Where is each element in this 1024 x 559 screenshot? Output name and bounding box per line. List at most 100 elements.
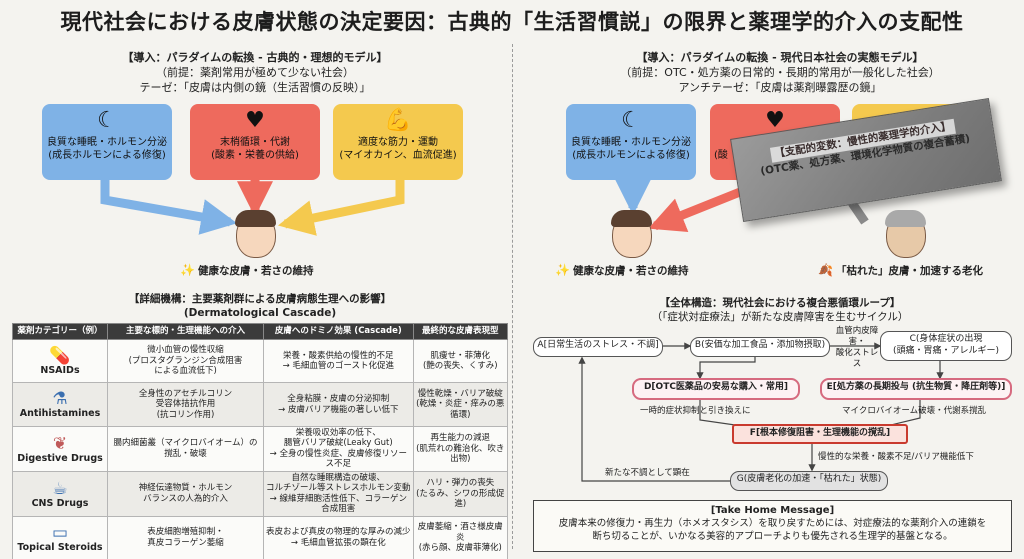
left-exercise-line2: (マイオカイン、血流促進) — [339, 150, 457, 161]
left-exercise-box: 💪 適度な筋力・運動 (マイオカイン、血流促進) — [333, 104, 463, 180]
loop-node-c: C(身体症状の出現 (頭痛・胃痛・アレルギー) — [880, 331, 1012, 361]
arrow-blue-left — [100, 178, 238, 235]
aged-face-icon — [885, 210, 926, 258]
healthy-face-icon — [235, 210, 276, 258]
row-phenotype: 皮膚萎縮・酒さ様皮膚炎 (赤ら顔、皮膚菲薄化) — [412, 515, 509, 559]
loop-node-f: F[根本修復阻害・生理機能の撹乱] — [732, 424, 908, 444]
left-outcome: ✨健康な皮膚・若さの維持 — [180, 263, 313, 278]
capsule-icon: 💊 — [49, 345, 71, 366]
right-header-line2: （前提：OTC・処方薬の日常的・長期的常用が一般化した社会） — [620, 66, 940, 79]
loop-label-f: 慢性的な栄養・酸素不足/バリア機能低下 — [818, 452, 974, 462]
table-row: 💊NSAIDs 微小血管の慢性収縮 (プロスタグランジン合成阻害 による血流低下… — [12, 338, 509, 384]
table-row: ▭Topical Steroids 表皮細胞増殖抑制・ 真皮コラーゲン萎縮 表皮… — [12, 515, 509, 559]
row-category: Topical Steroids — [17, 541, 103, 553]
mechanism-header-line2: (Dermatological Cascade) — [183, 307, 337, 319]
left-outcome-text: 健康な皮膚・若さの維持 — [197, 265, 314, 277]
row-cascade: 全身粘膜・皮膚の分泌抑制 → 皮膚バリア機能の著しい低下 — [263, 382, 414, 427]
arrow-red-right — [648, 187, 742, 233]
column-header: 主要な標的・生理機能への介入 — [106, 323, 265, 340]
left-exercise-line1: 適度な筋力・運動 — [358, 137, 438, 148]
right-header: 【導入：パラダイムの転換 - 現代日本社会の実態モデル】 （前提：OTC・処方薬… — [580, 50, 980, 95]
table-row: ☕CNS Drugs 神経伝達物質・ホルモン バランスの人為的介入 自然な睡眠構… — [12, 470, 509, 517]
sparkle-icon: ✨ — [180, 263, 195, 277]
row-phenotype: 肌痩せ・菲薄化 (艶の喪失、くすみ) — [412, 338, 509, 384]
take-home-line1: 皮膚本来の修復力・再生力（ホメオスタシス）を取り戻すためには、対症療法的な薬剤介… — [558, 518, 987, 529]
row-target: 腸内細菌叢（マイクロバイオーム）の撹乱・破壊 — [106, 425, 265, 472]
muscle-icon: 💪 — [384, 108, 412, 133]
take-home-title: [Take Home Message] — [710, 505, 835, 516]
left-sleep-line1: 良質な睡眠・ホルモン分泌 — [47, 137, 167, 148]
arrow-g-a — [578, 356, 730, 482]
left-circulation-line1: 末梢循環・代謝 — [220, 137, 290, 148]
loop-header-line1: 【全体構造：現代社会における複合悪循環ループ】 — [659, 297, 901, 309]
row-cascade: 栄養・酸素供給の慢性的不足 → 毛細血管のゴースト化促進 — [263, 338, 414, 384]
table-row: ❦Digestive Drugs 腸内細菌叢（マイクロバイオーム）の撹乱・破壊 … — [12, 425, 509, 472]
take-home-box: [Take Home Message] 皮膚本来の修復力・再生力（ホメオスタシス… — [533, 500, 1012, 552]
stomach-icon: ❦ — [52, 433, 68, 454]
row-cascade: 自然な睡眠構造の破壊、 コルチゾール等ストレスホルモン変動 → 線維芽細胞活性低… — [263, 470, 414, 517]
right-header-line1: 【導入：パラダイムの転換 - 現代日本社会の実態モデル】 — [636, 51, 924, 64]
row-cascade: 栄養吸収効率の低下、 腸管バリア破綻(Leaky Gut) → 全身の慢性炎症、… — [263, 425, 414, 472]
row-category: NSAIDs — [40, 364, 80, 376]
loop-header-line2: （「症状対症療法」が新たな皮膚障害を生むサイクル） — [651, 311, 909, 323]
row-target: 神経伝達物質・ホルモン バランスの人為的介入 — [106, 470, 265, 517]
loop-label-e: マイクロバイオーム破壊・代謝系撹乱 — [842, 406, 987, 416]
ointment-tube-icon: ▭ — [51, 522, 69, 543]
center-divider — [512, 44, 513, 549]
mechanism-header: 【詳細機構：主要薬剤群による皮膚病態生理への影響】 (Dermatologica… — [70, 292, 450, 320]
right-outcome-good: ✨健康な皮膚・若さの維持 — [555, 263, 688, 278]
column-header: 薬剤カテゴリー（例） — [12, 323, 108, 340]
mechanism-header-line1: 【詳細機構：主要薬剤群による皮膚病態生理への影響】 — [128, 293, 392, 305]
page-title: 現代社会における皮膚状態の決定要因：古典的「生活習慣説」の限界と薬理学的介入の支… — [60, 10, 964, 34]
coffee-cup-icon: ☕ — [52, 478, 68, 499]
row-target: 微小血管の慢性収縮 (プロスタグランジン合成阻害 による血流低下) — [106, 338, 265, 384]
right-outcome-bad: 🍂「枯れた」皮膚・加速する老化 — [818, 263, 983, 278]
right-sleep-line1: 良質な睡眠・ホルモン分泌 — [571, 137, 691, 148]
row-target: 全身性のアセチルコリン 受容体拮抗作用 (抗コリン作用) — [106, 382, 265, 427]
table-row: ⚗Antihistamines 全身性のアセチルコリン 受容体拮抗作用 (抗コリ… — [12, 382, 509, 427]
sparkle-icon: ✨ — [555, 263, 570, 277]
column-header: 皮膚へのドミノ効果 (Cascade) — [263, 323, 414, 340]
right-sleep-box: ☾ 良質な睡眠・ホルモン分泌 (成長ホルモンによる修復) — [566, 104, 696, 180]
left-header-line1: 【導入：パラダイムの転換 - 古典的・理想的モデル】 — [122, 51, 388, 64]
pill-bottle-icon: ⚗ — [52, 389, 68, 410]
column-header: 最終的な皮膚表現型 — [412, 323, 509, 340]
moon-icon: ☾ — [97, 108, 117, 133]
heart-icon: ♥ — [765, 108, 785, 133]
arrow-yellow-left — [277, 180, 405, 236]
loop-label-d: 一時的症状抑制と引き換えに — [640, 406, 751, 416]
loop-node-d: D[OTC医薬品の安易な購入・常用] — [632, 378, 800, 400]
row-target: 表皮細胞増殖抑制・ 真皮コラーゲン萎縮 — [106, 515, 265, 559]
cascade-table: 薬剤カテゴリー（例） 主要な標的・生理機能への介入 皮膚へのドミノ効果 (Cas… — [12, 323, 509, 559]
row-phenotype: 再生能力の減退 (肌荒れの難治化、吹き出物) — [412, 425, 509, 472]
right-outcome-bad-text: 「枯れた」皮膚・加速する老化 — [835, 265, 983, 277]
left-sleep-line2: (成長ホルモンによる修復) — [48, 150, 166, 161]
left-header-line3: テーゼ：「皮膚は内側の鏡（生活習慣の反映）」 — [139, 81, 371, 94]
take-home-line2: 断ち切ることが、いかなる美容的アプローチよりも優先される生理学的基盤となる。 — [592, 531, 953, 542]
row-phenotype: 慢性乾燥・バリア破綻 (乾燥・炎症・痒みの悪循環) — [412, 382, 509, 427]
loop-node-a: A[日常生活のストレス・不調] — [533, 337, 663, 357]
healthy-face-icon-right — [611, 210, 652, 258]
loop-label-bc: 血管内皮障害・ 酸化ストレス — [835, 326, 879, 369]
left-circulation-line2: (酸素・栄養の供給) — [211, 150, 299, 161]
moon-icon: ☾ — [621, 108, 641, 133]
leaf-icon: 🍂 — [818, 263, 833, 277]
loop-node-g: G(皮膚老化の加速・「枯れた」状態) — [730, 471, 888, 491]
row-category: CNS Drugs — [31, 497, 89, 509]
right-outcome-good-text: 健康な皮膚・若さの維持 — [572, 265, 689, 277]
left-sleep-box: ☾ 良質な睡眠・ホルモン分泌 (成長ホルモンによる修復) — [42, 104, 172, 180]
left-header: 【導入：パラダイムの転換 - 古典的・理想的モデル】 （前提：薬剤常用が極めて少… — [70, 50, 440, 95]
row-category: Digestive Drugs — [17, 452, 103, 464]
row-cascade: 表皮および真皮の物理的な厚みの減少 → 毛細血管拡張の顕在化 — [263, 515, 414, 559]
loop-header: 【全体構造：現代社会における複合悪循環ループ】 （「症状対症療法」が新たな皮膚障… — [580, 296, 980, 324]
loop-node-b: B(安価な加工食品・添加物摂取) — [690, 337, 830, 357]
row-phenotype: ハリ・弾力の喪失 (たるみ、シワの形成促進) — [412, 470, 509, 517]
arrow-b-d — [696, 356, 756, 380]
right-header-line3: アンチテーゼ：「皮膚は薬剤曝露歴の鏡」 — [678, 81, 882, 94]
right-sleep-line2: (成長ホルモンによる修復) — [572, 150, 690, 161]
left-circulation-box: ♥ 末梢循環・代謝 (酸素・栄養の供給) — [190, 104, 320, 180]
loop-label-g: 新たな不調として顕在 — [605, 468, 690, 478]
loop-node-e: E[処方薬の長期投与 (抗生物質・降圧剤等)] — [820, 378, 1012, 400]
left-header-line2: （前提：薬剤常用が極めて少ない社会） — [156, 66, 354, 79]
heart-icon: ♥ — [245, 108, 265, 133]
